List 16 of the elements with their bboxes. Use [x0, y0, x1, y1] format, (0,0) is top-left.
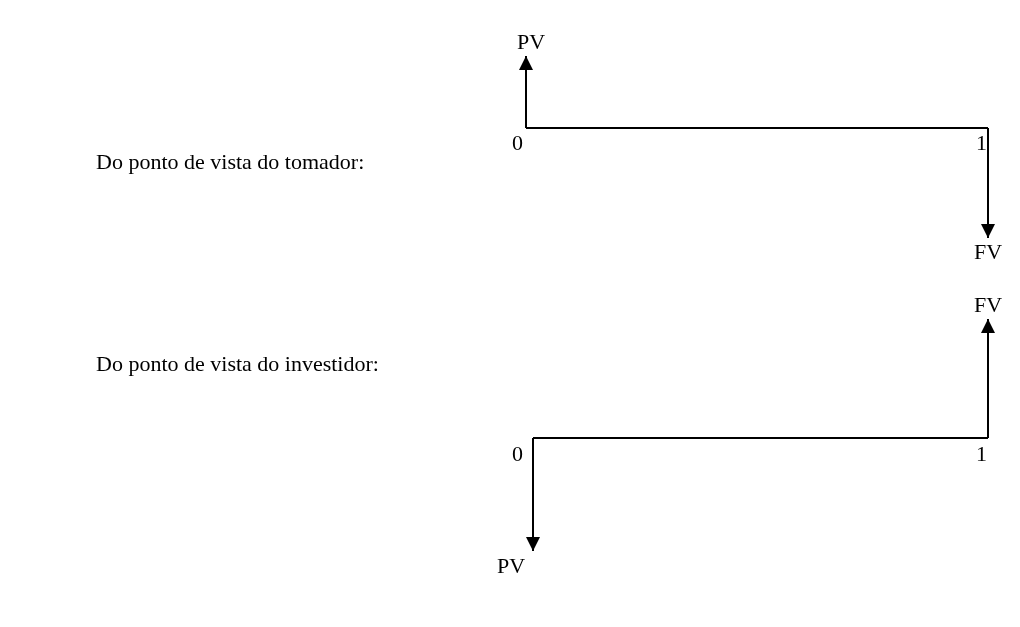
- viewpoint-caption: Do ponto de vista do investidor:: [96, 352, 379, 376]
- value-label: PV: [497, 554, 526, 578]
- value-label: PV: [517, 30, 546, 54]
- period-label: 1: [976, 131, 987, 155]
- period-label: 1: [976, 442, 987, 466]
- period-label: 0: [512, 442, 523, 466]
- cash-flow-arrow: [981, 318, 995, 439]
- timeline: [525, 127, 989, 129]
- value-label: FV: [974, 240, 1003, 264]
- viewpoint-caption: Do ponto de vista do tomador:: [96, 150, 365, 174]
- cash-flow-arrow: [519, 55, 533, 129]
- timeline: [532, 437, 989, 439]
- period-label: 0: [512, 131, 523, 155]
- cash-flow-arrow: [981, 127, 995, 239]
- cash-flow-arrow: [526, 437, 540, 552]
- value-label: FV: [974, 293, 1003, 317]
